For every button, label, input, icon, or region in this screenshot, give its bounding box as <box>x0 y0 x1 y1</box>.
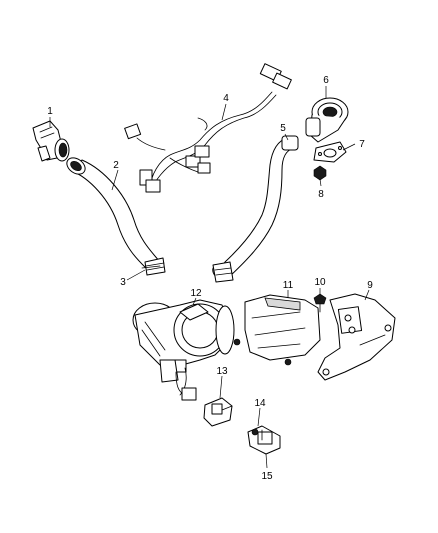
part-11-shield <box>244 294 321 366</box>
leader-lines <box>49 86 370 469</box>
part-5-tube <box>212 135 299 283</box>
callout-8: 8 <box>318 189 324 200</box>
part-7-gasket <box>313 141 347 163</box>
callout-5: 5 <box>280 123 286 134</box>
callout-13: 13 <box>216 366 228 377</box>
callout-10: 10 <box>314 277 326 288</box>
part-6-valve <box>305 97 349 143</box>
callout-1: 1 <box>47 106 53 117</box>
callout-6: 6 <box>323 75 329 86</box>
part-9-bracket <box>317 293 396 381</box>
callout-labels: 1 2 3 4 5 6 7 8 9 10 11 12 13 14 15 <box>47 75 373 482</box>
callout-4: 4 <box>223 93 229 104</box>
callout-14: 14 <box>254 398 266 409</box>
part-13-sensor <box>203 397 233 427</box>
part-4-harness <box>124 63 292 193</box>
part-3-clamp <box>141 265 161 269</box>
part-14-15-solenoid <box>247 425 281 455</box>
callout-15: 15 <box>261 471 273 482</box>
callout-11: 11 <box>283 280 294 291</box>
part-1-sensor <box>32 120 70 162</box>
callout-9: 9 <box>367 280 373 291</box>
callout-7: 7 <box>359 139 365 150</box>
part-12-pump <box>132 299 241 401</box>
callout-3: 3 <box>120 277 126 288</box>
callout-12: 12 <box>190 288 202 299</box>
part-8-nut <box>313 165 327 181</box>
part-10-fastener <box>313 293 327 313</box>
callout-2: 2 <box>113 160 119 171</box>
